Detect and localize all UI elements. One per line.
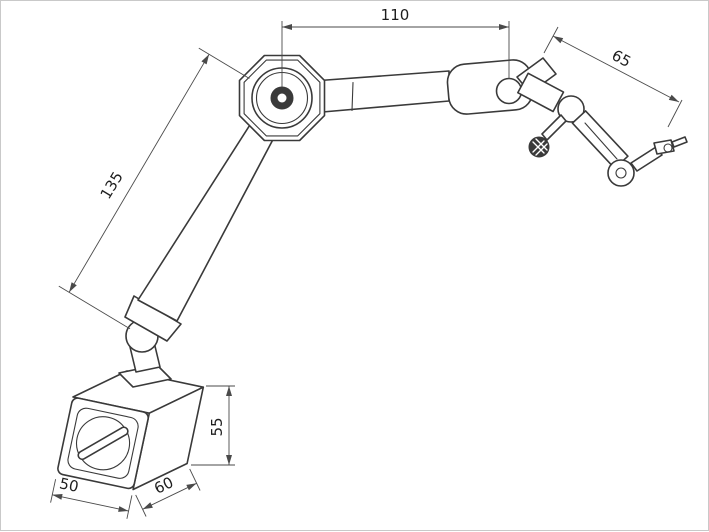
upper-arm: [310, 70, 450, 114]
dim-135-line: [68, 54, 210, 293]
knurl-line: [532, 140, 545, 153]
dim-65-arrow-start: [553, 36, 564, 44]
dim-65-ext-end: [667, 99, 683, 128]
dim-135-ext-upper: [198, 47, 250, 79]
right-pivot-circle: [495, 77, 523, 105]
thumb-screw-stem: [541, 114, 567, 141]
dim-55-arrow-bottom: [226, 455, 232, 465]
thumb-screw-knob: [528, 136, 550, 158]
ball-clamp-collar: [124, 295, 182, 342]
upper-arm-bar: [310, 70, 450, 114]
dim-60-ext-front: [135, 494, 147, 517]
base-front-inset: [67, 407, 139, 479]
dim-65-arrow-end: [668, 94, 679, 102]
dim-135-label: 135: [97, 169, 127, 203]
head-tip-pointer: [671, 136, 688, 148]
knurl-line: [535, 143, 548, 156]
dim-55-label: 55: [208, 417, 226, 436]
dim-110-arrow-left: [282, 24, 292, 30]
center-hub: [238, 54, 326, 142]
head-tip-screw: [663, 143, 673, 153]
dim-50-ext-right: [126, 495, 133, 519]
head-tip-lever: [630, 146, 663, 172]
hub-bolt-hole: [277, 93, 287, 103]
dim-55: 55: [191, 385, 235, 466]
magnet-dial-circle: [75, 416, 131, 471]
upper-arm-step-line: [351, 81, 354, 112]
head-barrel: [516, 72, 565, 113]
head-end-ring-hole: [615, 167, 627, 179]
lower-arm-assembly: [118, 116, 279, 388]
dim-60-line: [142, 482, 197, 510]
head-assembly: [516, 72, 688, 187]
magnetic-base: [57, 370, 205, 491]
head-end-ring: [607, 159, 635, 187]
dim-60-arrow-front: [142, 502, 153, 510]
head-knuckle: [557, 95, 585, 123]
dim-135: 135: [58, 47, 250, 330]
dim-50-ext-left: [50, 479, 57, 503]
hub-octagon-inner: [243, 59, 321, 137]
magnet-core-pin: [77, 426, 129, 461]
dim-65-ext-start: [543, 26, 559, 54]
dim-50-line: [52, 494, 129, 512]
dim-50-arrow-right: [118, 506, 129, 512]
dim-65-line: [552, 35, 680, 103]
dim-110: 110: [281, 6, 510, 87]
dim-110-arrow-right: [499, 24, 509, 30]
dim-55-arrow-top: [226, 386, 232, 396]
dim-135-arrow-upper: [201, 54, 210, 65]
dim-50-label: 50: [58, 474, 80, 496]
dim-50: 50: [50, 474, 133, 519]
dim-60-arrow-back: [186, 483, 197, 491]
clamp-slot-line: [584, 122, 618, 160]
lower-arm-cone: [137, 116, 279, 322]
dim-135-arrow-lower: [69, 282, 77, 293]
knurl-line: [532, 141, 545, 154]
dim-60-ext-back: [189, 468, 201, 491]
base-front-face: [57, 397, 149, 490]
dim-135-ext-lower: [58, 285, 131, 330]
knurl-line: [535, 138, 548, 151]
dim-50-arrow-left: [52, 494, 63, 500]
dim-110-label: 110: [381, 6, 410, 24]
